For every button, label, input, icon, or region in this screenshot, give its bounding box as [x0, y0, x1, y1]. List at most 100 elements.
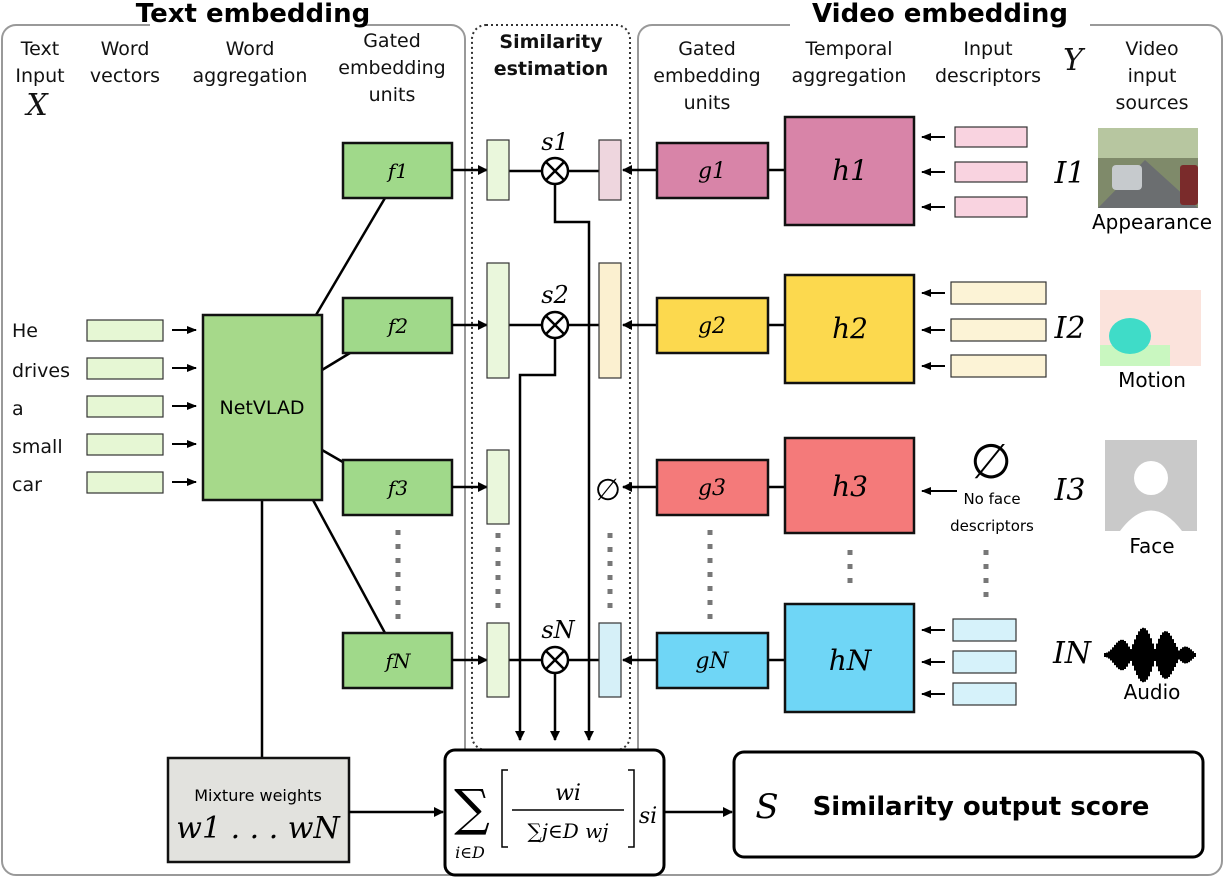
gated-unit-g3 [655, 458, 770, 517]
video-embedding-vector [598, 622, 622, 698]
modality-I1: I1 [1054, 156, 1086, 191]
header-word-vectors: Word [101, 38, 150, 60]
mixture-weights-symbols: w1 . . . wN [176, 811, 341, 846]
input-descriptor [950, 318, 1047, 342]
modality-IN: IN [1052, 636, 1093, 671]
header-sources: sources [1116, 92, 1189, 114]
header-gated-video: embedding [653, 65, 760, 87]
header-word-vectors: vectors [90, 65, 160, 87]
f1-label: f1 [386, 159, 408, 183]
text-embedding-vector [486, 262, 510, 379]
word: car [12, 474, 42, 496]
f3-label: f3 [386, 476, 408, 500]
gN-label: gN [695, 649, 729, 674]
motion-image [1100, 290, 1201, 366]
word: drives [12, 360, 70, 382]
word-vector [86, 319, 164, 342]
g3-label: g3 [698, 476, 726, 501]
header-temporal: Temporal [805, 38, 893, 60]
header-word-aggregation: Word [226, 38, 275, 60]
source-label-motion: Motion [1118, 368, 1186, 392]
output-label: Similarity output score [813, 792, 1150, 822]
header-word-aggregation: aggregation [193, 65, 308, 87]
source-label-audio: Audio [1124, 680, 1181, 704]
similarity-title: Similarity [499, 31, 603, 53]
text-embedding-vector [486, 622, 510, 698]
gated-unit-gN [655, 631, 770, 690]
appearance-image [1098, 128, 1198, 208]
hN-label: hN [829, 644, 873, 677]
word: a [12, 398, 24, 420]
modality-I3: I3 [1054, 473, 1086, 508]
header-sources: Video [1125, 38, 1178, 60]
no-face-label: descriptors [950, 517, 1034, 535]
input-descriptor [950, 354, 1047, 378]
text-embedding-vector [486, 139, 510, 201]
formula-numerator: wi [555, 781, 581, 806]
formula-denominator: ∑j∈D wj [528, 819, 609, 843]
header-descriptors: descriptors [935, 65, 1041, 87]
header-sources: input [1128, 65, 1177, 87]
gated-unit-f3 [341, 458, 454, 517]
h2-label: h2 [832, 312, 868, 345]
g2-label: g2 [698, 314, 726, 339]
sum-symbol: ∑ [454, 779, 490, 837]
temporal-aggregation-h1 [783, 115, 916, 227]
h1-label: h1 [832, 154, 868, 187]
h3-label: h3 [832, 470, 868, 503]
temporal-aggregation-h3 [783, 436, 916, 535]
empty-embedding-symbol: ∅ [595, 473, 621, 508]
header-gated-video: units [684, 92, 731, 114]
word-vector [86, 471, 164, 494]
audio-waveform-icon [1104, 627, 1196, 683]
no-face-label: No face [963, 490, 1020, 508]
header-temporal: aggregation [792, 65, 907, 87]
temporal-aggregation-hN [783, 602, 916, 714]
output-variable: Y [1063, 43, 1086, 78]
input-descriptor [950, 281, 1047, 305]
score-sN: sN [541, 616, 575, 644]
f2-label: f2 [386, 314, 408, 338]
score-s1: s1 [541, 128, 569, 156]
input-descriptor [954, 126, 1028, 148]
modality-I2: I2 [1054, 311, 1086, 346]
fN-label: fN [384, 649, 412, 673]
output-score-box [732, 750, 1205, 859]
video-embedding-vector [598, 262, 622, 379]
word-vector [86, 433, 164, 456]
word-vector [86, 357, 164, 380]
header-gated-text: units [369, 84, 416, 106]
header-text-input: Input [15, 65, 64, 87]
text-embedding-title: Text embedding [136, 0, 370, 29]
source-label-face: Face [1129, 534, 1174, 558]
header-gated-text: Gated [363, 30, 421, 52]
face-image [1105, 440, 1197, 531]
temporal-aggregation-h2 [783, 273, 916, 385]
video-embedding-title: Video embedding [812, 0, 1068, 29]
header-text-input: Text [20, 38, 59, 60]
gated-unit-f2 [341, 296, 454, 355]
word: He [12, 320, 38, 342]
input-descriptor [954, 161, 1028, 183]
input-descriptor [954, 196, 1028, 218]
formula-score: si [639, 804, 657, 829]
word: small [12, 436, 63, 458]
score-s2: s2 [541, 281, 569, 309]
gated-unit-g1 [655, 141, 770, 200]
gated-unit-fN [341, 631, 454, 690]
netvlad-box [201, 313, 324, 502]
input-variable: X [24, 88, 49, 123]
video-embedding-vector [598, 139, 622, 201]
output-symbol: S [755, 787, 778, 827]
text-embedding-vector [486, 449, 510, 525]
header-gated-text: embedding [338, 57, 445, 79]
g1-label: g1 [698, 159, 726, 184]
mixture-weights-box [166, 756, 351, 864]
mixture-weights-label: Mixture weights [194, 786, 322, 805]
input-descriptor [952, 618, 1017, 642]
input-descriptor [952, 650, 1017, 674]
gated-unit-g2 [655, 296, 770, 355]
netvlad-label: NetVLAD [220, 397, 305, 419]
input-descriptor [952, 682, 1017, 706]
